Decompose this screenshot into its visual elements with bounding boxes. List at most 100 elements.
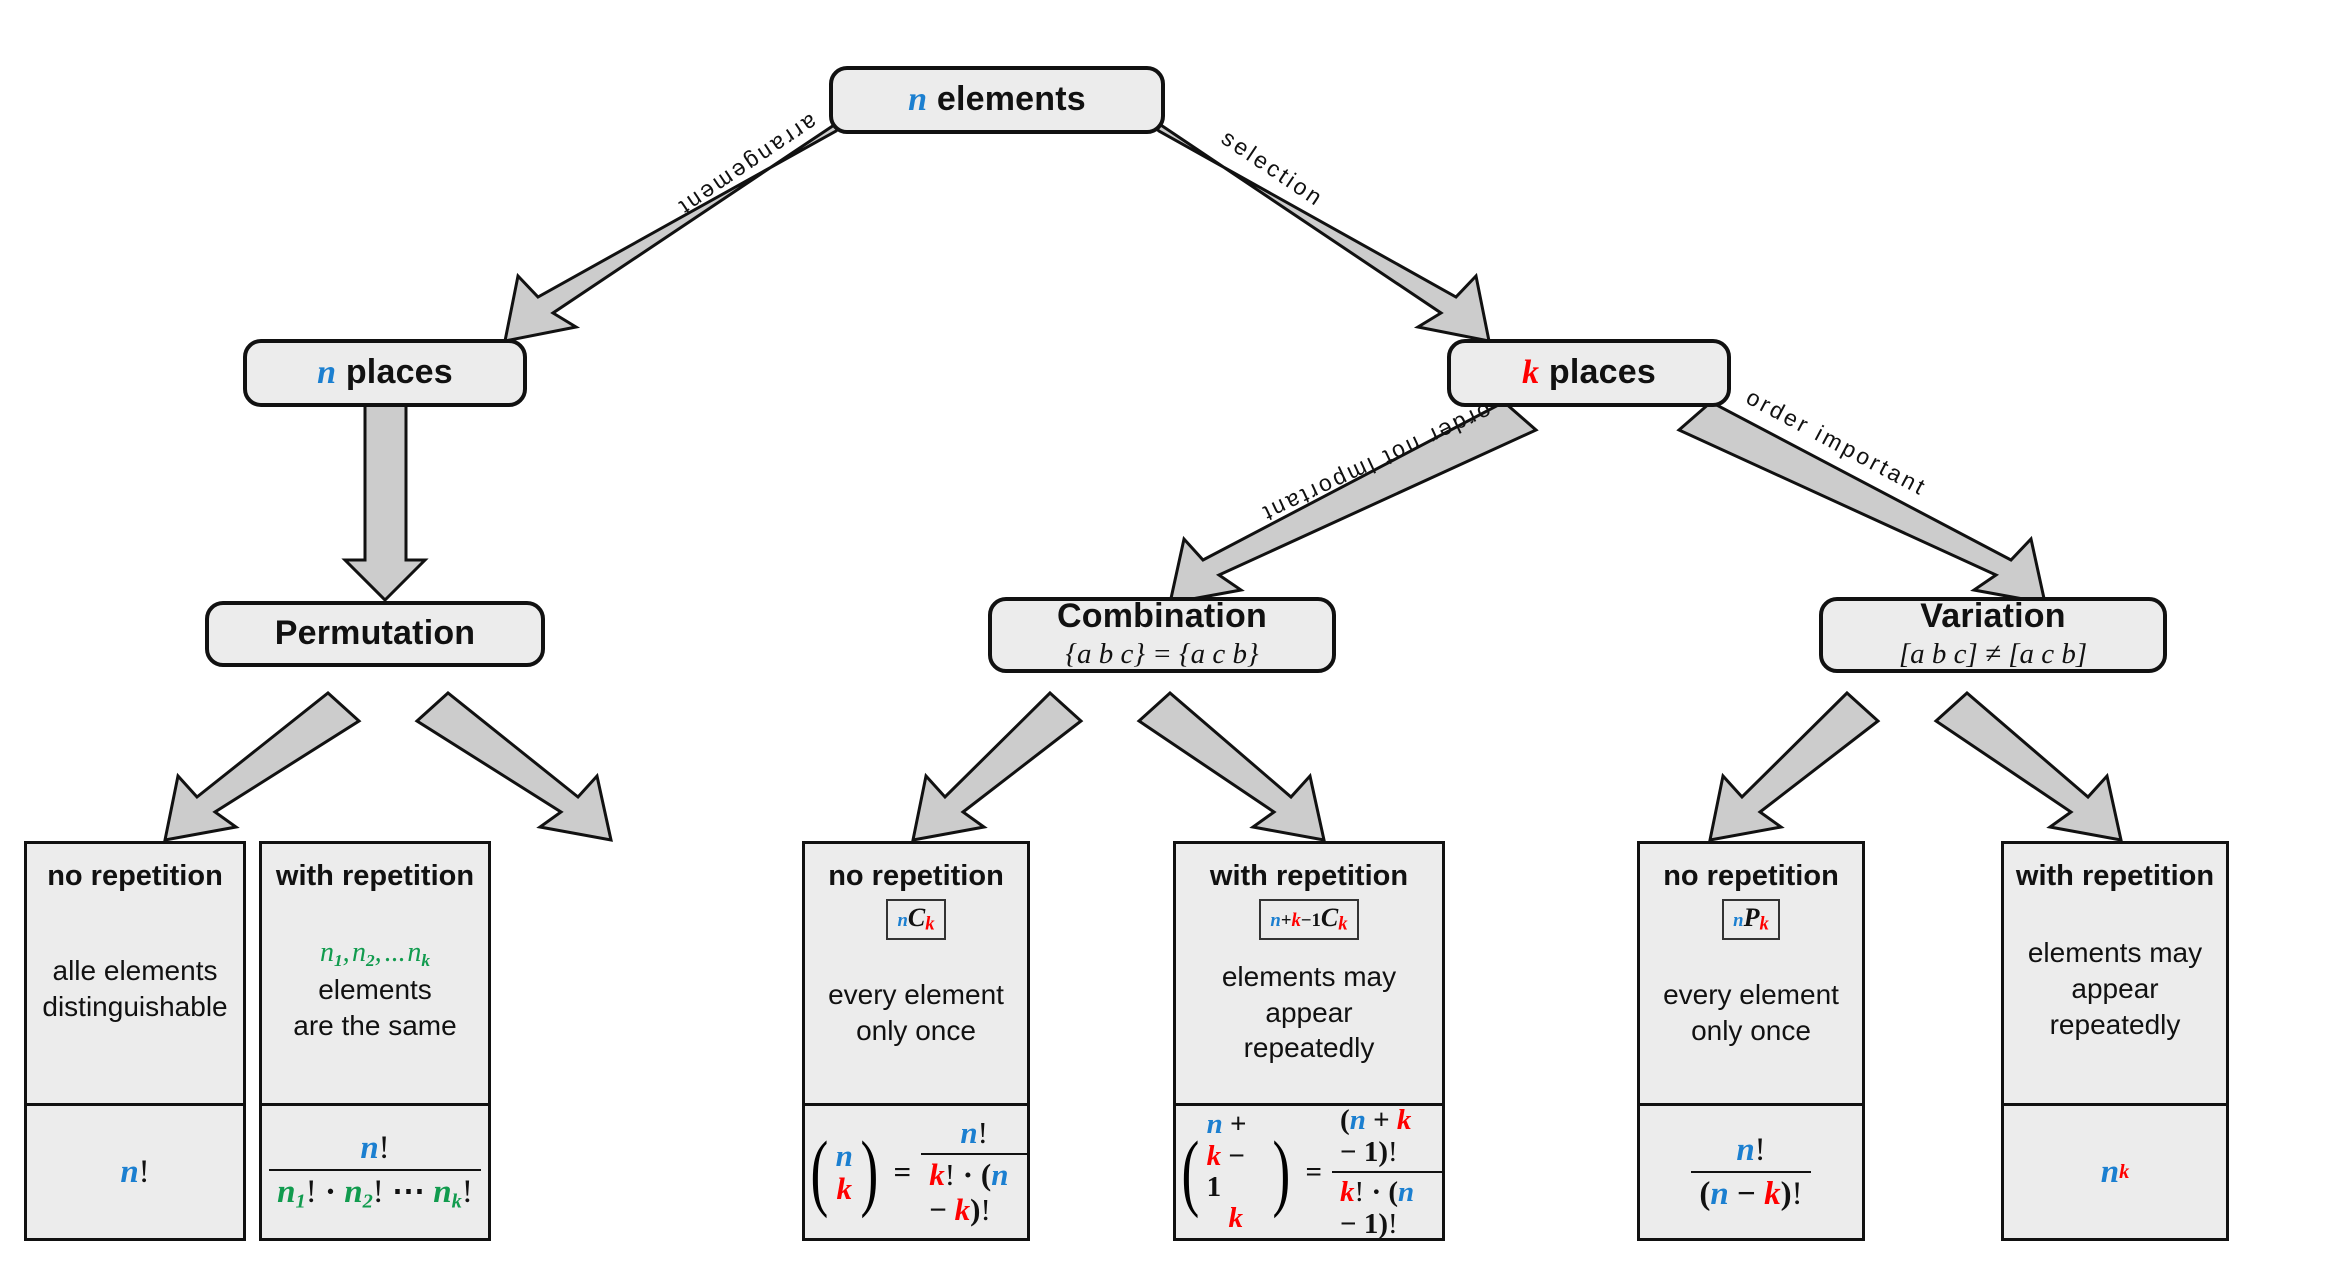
node-variation-title: Variation (1920, 596, 2066, 635)
arrow-combination-to-comb-with-rep (1136, 691, 1326, 842)
desc-line-1: elements may appear (2027, 937, 2203, 1005)
leaf-header: with repetition (2015, 860, 2215, 892)
desc-line-1: every element (828, 978, 1004, 1010)
leaf-formula-cell: n! (n − k)! (1640, 1103, 1862, 1238)
leaf-perm-no-rep[interactable]: no repetition alle elements distinguisha… (24, 841, 246, 1241)
node-combination[interactable]: Combination {a b c} = {a c b} (988, 597, 1336, 673)
leaf-var-no-rep-upper: no repetition nPk every element only onc… (1640, 844, 1862, 1103)
arrow-k-places-to-combination (1168, 400, 1539, 605)
leaf-comb-with-rep-upper: with repetition n+k−1Ck elements may app… (1176, 844, 1442, 1103)
formula-multiset-binomial: ( n + k − 1 k ) = (n + k − 1)! k! · (n −… (1176, 1104, 1442, 1241)
formula-n-factorial: n! (120, 1153, 150, 1190)
fraction: n! (n − k)! (1691, 1131, 1811, 1213)
binom-bottom: k (1228, 1202, 1244, 1235)
denominator: k! · (n − k)! (921, 1153, 1027, 1227)
leaf-formula-cell: n! (27, 1103, 243, 1238)
desc-line-2: only once (856, 1014, 976, 1046)
node-combination-title: Combination (1057, 596, 1267, 635)
leaf-comb-with-rep[interactable]: with repetition n+k−1Ck elements may app… (1173, 841, 1445, 1241)
binom-stack: n k (835, 1137, 853, 1206)
leaf-description: alle elements distinguishable (42, 953, 227, 1035)
denominator: n1! · n2! ⋯ nk! (269, 1169, 481, 1214)
numerator: n! (960, 1115, 988, 1151)
binomial-coefficient: ( n + k − 1 k ) (1176, 1109, 1296, 1234)
arrow-root-to-k-places (1126, 101, 1491, 343)
leaf-perm-with-rep-upper: with repetition n1, n2, ... nk elements … (262, 844, 488, 1103)
arrow-n-places-to-permutation (341, 384, 429, 603)
desc-line-2: only once (1691, 1014, 1811, 1046)
leaf-description: every element only once (828, 977, 1004, 1059)
leaf-var-no-rep[interactable]: no repetition nPk every element only onc… (1637, 841, 1865, 1241)
node-n-places[interactable]: n places (243, 339, 527, 407)
leaf-var-with-rep-upper: with repetition elements may appear repe… (2004, 844, 2226, 1103)
node-variation-subtitle: [a b c] ≠ [a c b] (1898, 637, 2088, 670)
fraction: (n + k − 1)! k! · (n − 1)! (1332, 1104, 1442, 1241)
leaf-description: elements may appear repeatedly (2012, 935, 2218, 1052)
fraction: n! n1! · n2! ⋯ nk! (269, 1130, 481, 1214)
denominator: k! · (n − 1)! (1332, 1170, 1442, 1241)
paren-left: ( (1181, 1123, 1200, 1220)
desc-line-2: repeatedly (2049, 1009, 2181, 1041)
leaf-formula-cell: n! n1! · n2! ⋯ nk! (262, 1103, 488, 1238)
arrow-k-places-to-variation (1676, 400, 2047, 605)
desc-line-1: every element (1663, 978, 1839, 1010)
symbol-nPk: nPk (1722, 899, 1780, 941)
leaf-header: with repetition (275, 860, 475, 892)
node-k-places-text: places (1548, 353, 1656, 392)
var-k: k (1522, 354, 1540, 392)
desc-line-2: distinguishable (42, 991, 228, 1023)
arrow-root-to-n-places (503, 101, 869, 343)
paren-right: ) (860, 1123, 879, 1220)
numerator: n! (360, 1130, 390, 1167)
leaf-formula-cell: ( n + k − 1 k ) = (n + k − 1)! k! · (n −… (1176, 1103, 1442, 1241)
equals-sign: = (893, 1154, 912, 1189)
arrow-permutation-to-perm-with-rep (414, 691, 613, 842)
var-n: n (317, 354, 337, 392)
node-combination-subtitle: {a b c} = {a c b} (1065, 637, 1259, 670)
formula-binomial: ( n k ) = n! k! · (n − k)! (805, 1116, 1027, 1227)
node-n-elements-label: n elements (908, 80, 1086, 119)
leaf-formula-cell: ( n k ) = n! k! · (n − k)! (805, 1103, 1027, 1238)
denominator: (n − k)! (1691, 1170, 1811, 1213)
leaf-perm-with-rep[interactable]: with repetition n1, n2, ... nk elements … (259, 841, 491, 1241)
node-k-places[interactable]: k places (1447, 339, 1731, 407)
leaf-header: no repetition (1663, 860, 1839, 892)
arrow-variation-to-var-no-rep (1708, 690, 1881, 842)
node-n-places-text: places (345, 353, 453, 392)
leaf-perm-no-rep-upper: no repetition alle elements distinguisha… (27, 844, 243, 1103)
node-variation[interactable]: Variation [a b c] ≠ [a c b] (1819, 597, 2167, 673)
node-n-places-label: n places (317, 353, 453, 392)
leaf-comb-no-rep[interactable]: no repetition nCk every element only onc… (802, 841, 1030, 1241)
desc-vars: n1, n2, ... nk (319, 937, 431, 971)
arrow-variation-to-var-with-rep (1933, 691, 2123, 842)
binomial-coefficient: ( n k ) (805, 1123, 884, 1220)
leaf-header: with repetition (1209, 860, 1409, 892)
leaf-header: no repetition (828, 860, 1004, 892)
paren-left: ( (810, 1123, 829, 1220)
desc-line-1: alle elements (52, 955, 218, 987)
fraction: n! k! · (n − k)! (921, 1116, 1027, 1227)
arrow-combination-to-comb-no-rep (911, 690, 1084, 842)
node-n-elements[interactable]: n elements (829, 66, 1165, 134)
node-k-places-label: k places (1522, 353, 1656, 392)
node-n-elements-text: elements (936, 80, 1086, 119)
var-n: n (908, 81, 928, 119)
node-permutation[interactable]: Permutation (205, 601, 545, 667)
formula-multiset-permutation: n! n1! · n2! ⋯ nk! (269, 1130, 481, 1214)
node-permutation-title: Permutation (274, 614, 476, 653)
desc-line-2: are the same (293, 1010, 457, 1042)
binom-stack: n + k − 1 k (1205, 1109, 1267, 1234)
formula-partial-permutation: n! (n − k)! (1691, 1131, 1811, 1213)
leaf-var-with-rep[interactable]: with repetition elements may appear repe… (2001, 841, 2229, 1241)
binom-top: n + k − 1 (1206, 1108, 1247, 1203)
desc-line-1: elements may appear (1221, 960, 1397, 1028)
symbol-n-plus-k-minus-1-C-k: n+k−1Ck (1259, 899, 1359, 941)
paren-right: ) (1272, 1123, 1291, 1220)
numerator: n! (1736, 1131, 1766, 1168)
leaf-description: elements may appear repeatedly (1184, 959, 1434, 1076)
leaf-header: no repetition (47, 860, 223, 892)
